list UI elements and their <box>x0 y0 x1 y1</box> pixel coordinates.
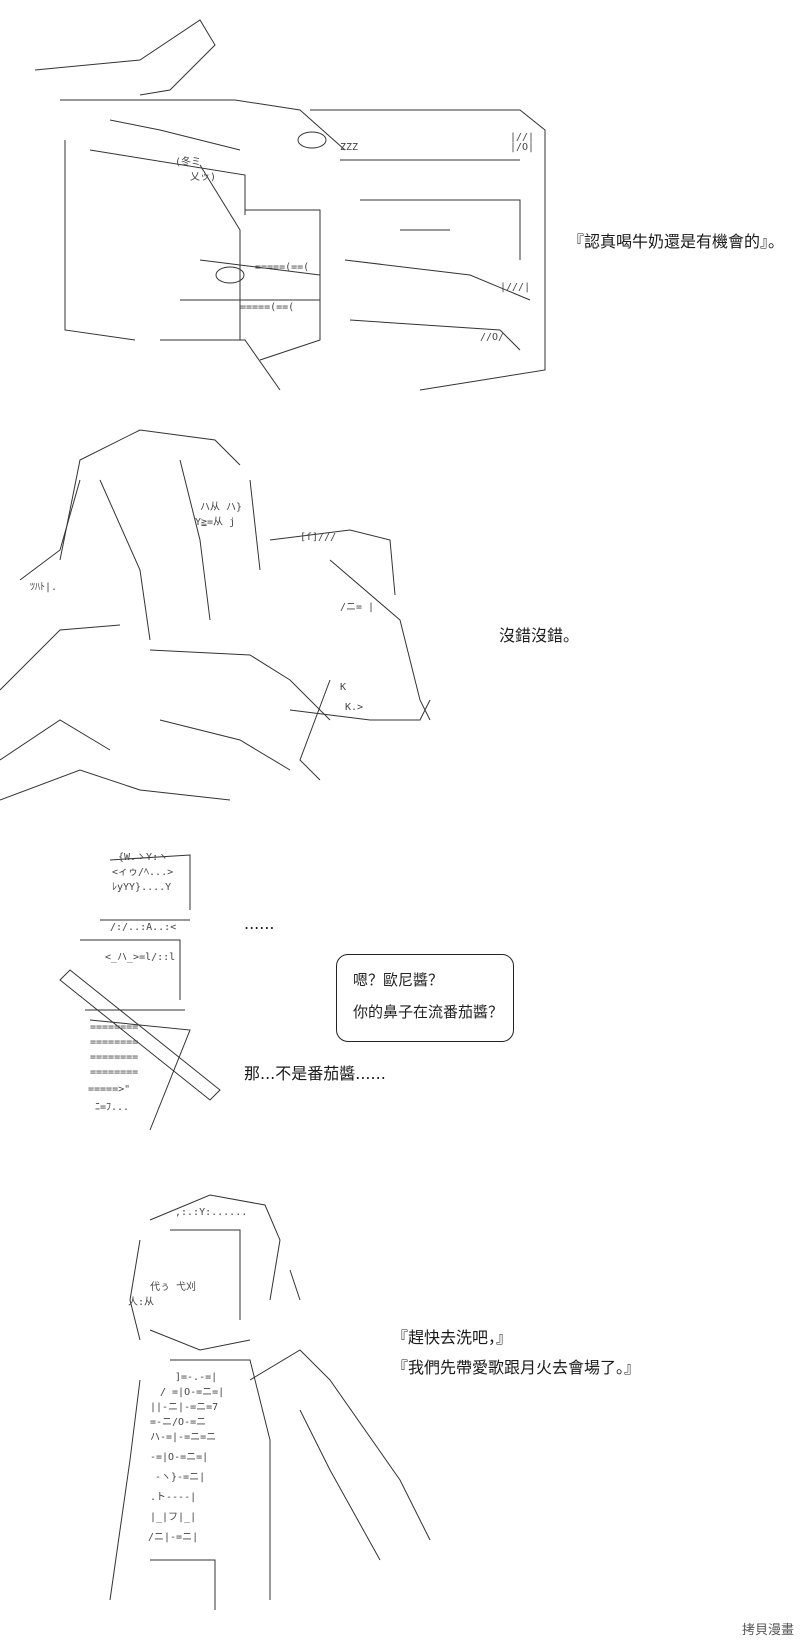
caption-line-1: 『趕快去洗吧，』 <box>392 1328 513 1347</box>
svg-text:|/O|: |/O| <box>510 142 534 153</box>
ascii-art-sleeping-figure: ZZZ |//| |/O| |///| //O/ (冬ミ 乂ッ) =====(=… <box>0 0 560 420</box>
bubble-line-2: 你的鼻子在流番茄醬？ <box>353 1003 504 1021</box>
svg-text:ﾚyYY}....Y: ﾚyYY}....Y <box>112 882 171 893</box>
svg-text:/ニ|-=ニ|: /ニ|-=ニ| <box>148 1532 198 1543</box>
ascii-art-standing-figure: ,:.:Y:...... 代ぅ 弋刈 人:从 ]=-.-=| / =|O-=ニ=… <box>0 1180 440 1620</box>
svg-text:<ィゥ/ﾍ...>: <ィゥ/ﾍ...> <box>112 867 173 878</box>
svg-text:-=|O-=ニ=|: -=|O-=ニ=| <box>150 1452 208 1463</box>
svg-text:/ニ= |: /ニ= | <box>340 602 374 613</box>
svg-text:========: ======== <box>90 1052 138 1063</box>
svg-text:|///|: |///| <box>500 282 530 293</box>
svg-text:=====(==(: =====(==( <box>240 302 294 313</box>
svg-text:(冬ミ: (冬ミ <box>175 155 201 168</box>
caption: 『認真喝牛奶還是有機會的』。 <box>568 232 785 251</box>
panel-2: ハ从 ハ} Y≧=从 j [f]/// /ニ= | K K.> ﾂﾊﾄ|. 沒錯… <box>0 420 800 830</box>
svg-text:|//|: |//| <box>510 132 534 143</box>
svg-text:K.>: K.> <box>345 702 363 713</box>
svg-text://O/: //O/ <box>480 332 504 343</box>
panel-1: ZZZ |//| |/O| |///| //O/ (冬ミ 乂ッ) =====(=… <box>0 0 800 420</box>
svg-text:=====(==(: =====(==( <box>255 262 309 273</box>
svg-text:========: ======== <box>90 1022 138 1033</box>
svg-text:人:从: 人:从 <box>128 1296 154 1308</box>
svg-text:/:/..:A..:<: /:/..:A..:< <box>110 922 176 933</box>
bubble-line-1: 嗯？歐尼醬？ <box>353 971 444 989</box>
svg-text:========: ======== <box>90 1067 138 1078</box>
svg-text:乂ッ): 乂ッ) <box>190 172 216 183</box>
svg-text:ﾆ=ﾌ...: ﾆ=ﾌ... <box>95 1102 129 1113</box>
speech-bubble: 嗯？歐尼醬？ 你的鼻子在流番茄醬？ <box>336 954 514 1042</box>
caption-line-2: 『我們先帶愛歌跟月火去會場了。』 <box>392 1358 641 1377</box>
svg-text:=-ニ/O-=ニ: =-ニ/O-=ニ <box>150 1417 206 1428</box>
panel-4: ,:.:Y:...... 代ぅ 弋刈 人:从 ]=-.-=| / =|O-=ニ=… <box>0 1180 800 1644</box>
svg-text:========: ======== <box>90 1037 138 1048</box>
svg-text:.ト----|: .ト----| <box>150 1492 196 1503</box>
svg-text:ハ从 ハ}: ハ从 ハ} <box>200 502 242 513</box>
svg-text:]=-.-=|: ]=-.-=| <box>175 1372 217 1383</box>
watermark: 拷貝漫畫 <box>741 1623 794 1638</box>
svg-text:|_|フ|_|: |_|フ|_| <box>150 1512 196 1523</box>
caption: 沒錯沒錯。 <box>499 626 580 645</box>
svg-text:ハ-=|-=ニ=ニ: ハ-=|-=ニ=ニ <box>150 1432 216 1443</box>
panel-3: {W.ゝY:ヽ <ィゥ/ﾍ...> ﾚyYY}....Y /:/..:A..:<… <box>0 830 800 1160</box>
svg-text:/ =|O-=ニ=|: / =|O-=ニ=| <box>160 1387 224 1398</box>
svg-text:[f]///: [f]/// <box>300 532 336 543</box>
svg-text:||-ニ|-=ニ=7: ||-ニ|-=ニ=7 <box>150 1402 218 1413</box>
caption-bottom: 那...不是番茄醬...... <box>244 1064 386 1083</box>
caption-top: ...... <box>244 914 275 933</box>
svg-text:{W.ゝY:ヽ: {W.ゝY:ヽ <box>118 852 168 863</box>
ascii-art-figure-holding-child: ハ从 ハ} Y≧=从 j [f]/// /ニ= | K K.> ﾂﾊﾄ|. <box>0 420 470 830</box>
svg-text:K: K <box>340 682 346 693</box>
ascii-art-small-figure-with-sword: {W.ゝY:ヽ <ィゥ/ﾍ...> ﾚyYY}....Y /:/..:A..:<… <box>0 830 240 1160</box>
svg-text:=====>": =====>" <box>88 1084 130 1095</box>
svg-text:ﾂﾊﾄ|.: ﾂﾊﾄ|. <box>30 582 57 593</box>
svg-text:Y≧=从 j: Y≧=从 j <box>195 517 235 528</box>
svg-text:代ぅ 弋刈: 代ぅ 弋刈 <box>150 1280 196 1293</box>
svg-text:<_ハ_>=l/::l: <_ハ_>=l/::l <box>105 952 175 963</box>
svg-text:ZZZ: ZZZ <box>340 142 358 153</box>
svg-text:-ヽ}-=ニ|: -ヽ}-=ニ| <box>155 1472 205 1483</box>
svg-text:,:.:Y:......: ,:.:Y:...... <box>175 1207 247 1218</box>
